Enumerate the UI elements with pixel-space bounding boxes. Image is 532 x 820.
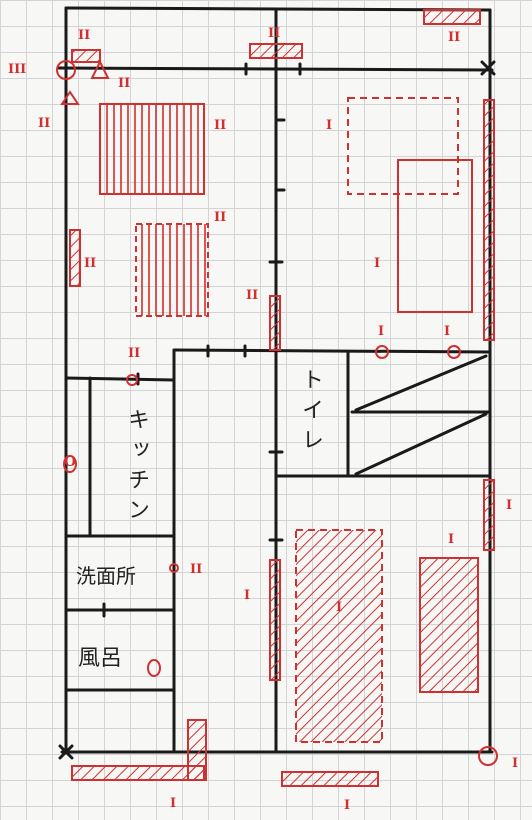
outlet-circle-stairs-1 (375, 345, 389, 359)
dashed-item-lower (295, 529, 383, 743)
mark-i-3: I (378, 324, 385, 339)
dashed-item-right (347, 97, 459, 195)
outlet-circle-top-left (56, 60, 76, 80)
hatch-center-wall-lower (269, 559, 281, 681)
outlet-circle-bath (147, 659, 161, 677)
mark-circle-label: O (64, 454, 77, 470)
red-annotations (56, 9, 498, 787)
mark-i-7: I (244, 588, 251, 603)
hatch-top-left (71, 49, 101, 63)
outlet-circle-stairs-2 (447, 345, 461, 359)
triangle-marker (90, 59, 110, 79)
mark-i-2: I (374, 256, 381, 271)
mark-ii-5: II (448, 30, 461, 45)
hatch-top-center (249, 43, 303, 59)
hatch-top-right (423, 9, 481, 25)
mid-wall (172, 348, 492, 354)
outlet-circle-kitchen (126, 374, 138, 386)
hatch-center-wall (269, 295, 281, 351)
hatch-bottom-left (71, 765, 205, 781)
room-label-toilet: トイレ (298, 368, 323, 458)
mark-ii-10: II (128, 346, 141, 361)
mark-iii-1: III (8, 62, 27, 77)
mark-i-4: I (444, 324, 451, 339)
mark-i-11: I (512, 756, 519, 771)
mark-ii-9: II (246, 288, 259, 303)
hatch-bottom-center (281, 771, 379, 787)
mark-ii-4: II (268, 26, 281, 41)
dashed-item-left (135, 223, 209, 317)
kitchen-top-wall (64, 376, 176, 382)
hatch-bottom-left-post (187, 719, 207, 781)
mark-i-9: I (170, 796, 177, 811)
stair-diagonal-2 (354, 412, 488, 476)
room-label-washroom: 洗面所 (76, 564, 136, 588)
mark-i-10: I (344, 798, 351, 813)
stair-diagonal-1 (354, 354, 488, 412)
mark-ii-7: II (214, 210, 227, 225)
mark-i-1: I (326, 118, 333, 133)
table-upper-left (99, 103, 205, 195)
mark-ii-8: II (84, 256, 97, 271)
furniture-lower-right (419, 557, 479, 693)
triangle-marker-2 (60, 90, 80, 105)
hatch-right-wall-lower (483, 479, 495, 551)
mark-i-5: I (506, 498, 513, 513)
outlet-circle-bottom-right (478, 746, 498, 766)
mark-ii-1: II (78, 28, 91, 43)
hatch-left-wall (69, 229, 81, 287)
outlet-circle-left (63, 455, 77, 473)
bed-right (397, 159, 473, 313)
mark-i-8: I (336, 600, 343, 615)
mark-ii-6: II (214, 118, 227, 133)
room-label-kitchen: キッチン (124, 408, 149, 528)
mark-i-6: I (448, 532, 455, 547)
mark-ii-3: II (38, 116, 51, 131)
mark-ii-11: II (190, 562, 203, 577)
mark-ii-2: II (118, 76, 131, 91)
outer-wall-top (64, 6, 492, 12)
outlet-circle-washroom (169, 563, 179, 573)
room-label-bath: 風呂 (78, 646, 123, 671)
hatch-right-wall-upper (483, 99, 495, 341)
